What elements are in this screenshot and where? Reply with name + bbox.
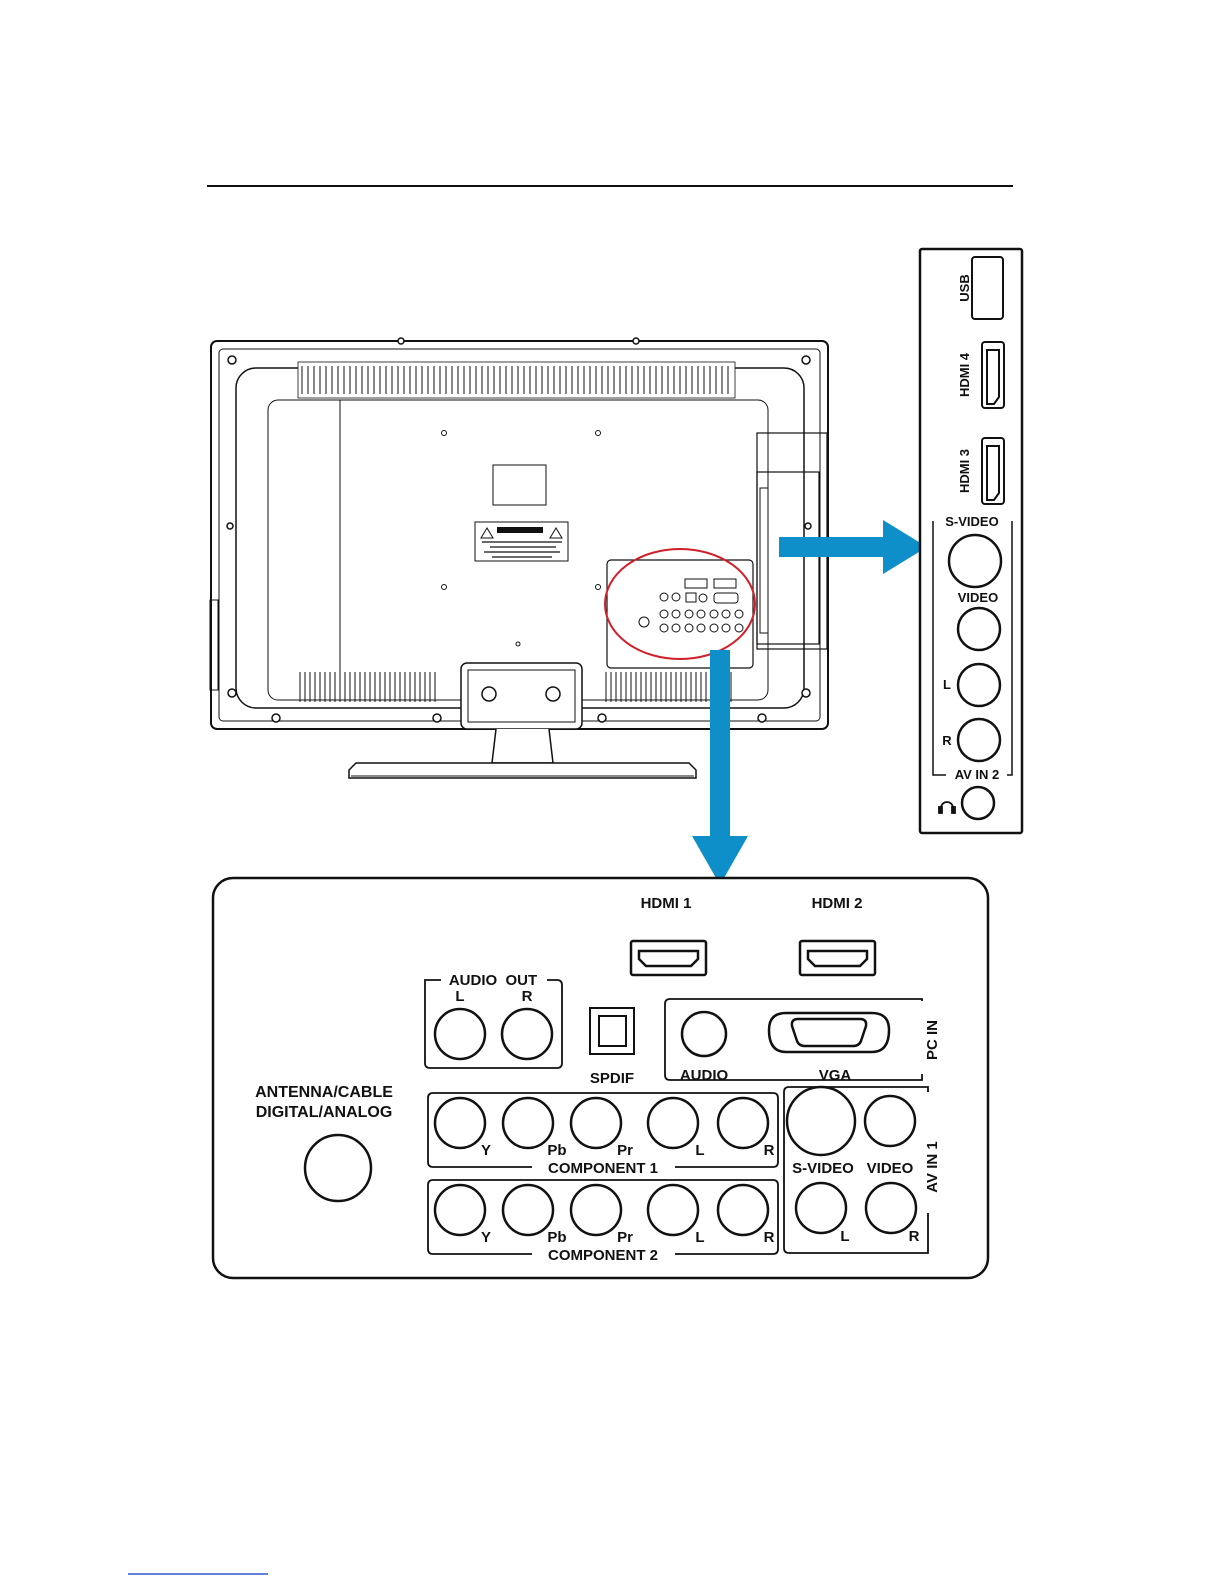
comp1-pb-label: Pb (547, 1142, 566, 1159)
av1-video-label: VIDEO (867, 1160, 914, 1177)
hdmi4-label: HDMI 4 (957, 352, 972, 397)
usb-label: USB (957, 274, 972, 301)
av1-l-label: L (840, 1228, 849, 1245)
antenna-label-line2: DIGITAL/ANALOG (256, 1104, 393, 1121)
spdif-label: SPDIF (590, 1070, 634, 1087)
pc-audio-label: AUDIO (680, 1067, 729, 1084)
comp1-pr-label: Pr (617, 1142, 633, 1159)
tv-back-illustration (210, 338, 828, 778)
av1-svideo-label: S-VIDEO (792, 1160, 854, 1177)
pc-in-label: PC IN (924, 1020, 941, 1060)
comp2-l-label: L (695, 1229, 704, 1246)
comp2-r-label: R (764, 1229, 775, 1246)
audio-out-r-label: R (522, 988, 533, 1005)
audio-out-l-label: L (455, 988, 464, 1005)
antenna-label-line1: ANTENNA/CABLE (255, 1084, 393, 1101)
side-left-label: L (943, 677, 951, 692)
hdmi1-label: HDMI 1 (641, 895, 692, 912)
comp1-l-label: L (695, 1142, 704, 1159)
comp1-y-label: Y (481, 1142, 491, 1159)
comp1-r-label: R (764, 1142, 775, 1159)
hdmi3-label: HDMI 3 (957, 449, 972, 493)
av1-r-label: R (909, 1228, 920, 1245)
comp2-pb-label: Pb (547, 1229, 566, 1246)
side-svideo-label: S-VIDEO (945, 514, 998, 529)
component2-label: COMPONENT 2 (548, 1247, 658, 1264)
comp2-pr-label: Pr (617, 1229, 633, 1246)
component1-label: COMPONENT 1 (548, 1160, 658, 1177)
side-right-label: R (942, 733, 952, 748)
side-panel: USB HDMI 4 HDMI 3 S-VIDEO VIDEO L R AV I… (920, 249, 1022, 833)
vga-label: VGA (819, 1067, 852, 1084)
audio-out-label: AUDIO OUT (449, 972, 537, 989)
hdmi2-label: HDMI 2 (812, 895, 863, 912)
av-in2-label: AV IN 2 (955, 767, 1000, 782)
av-in1-label: AV IN 1 (924, 1141, 941, 1192)
rear-panel: HDMI 1 HDMI 2 AUDIO OUT L R SPDIF PC IN … (213, 878, 988, 1278)
side-video-label: VIDEO (958, 590, 998, 605)
comp2-y-label: Y (481, 1229, 491, 1246)
